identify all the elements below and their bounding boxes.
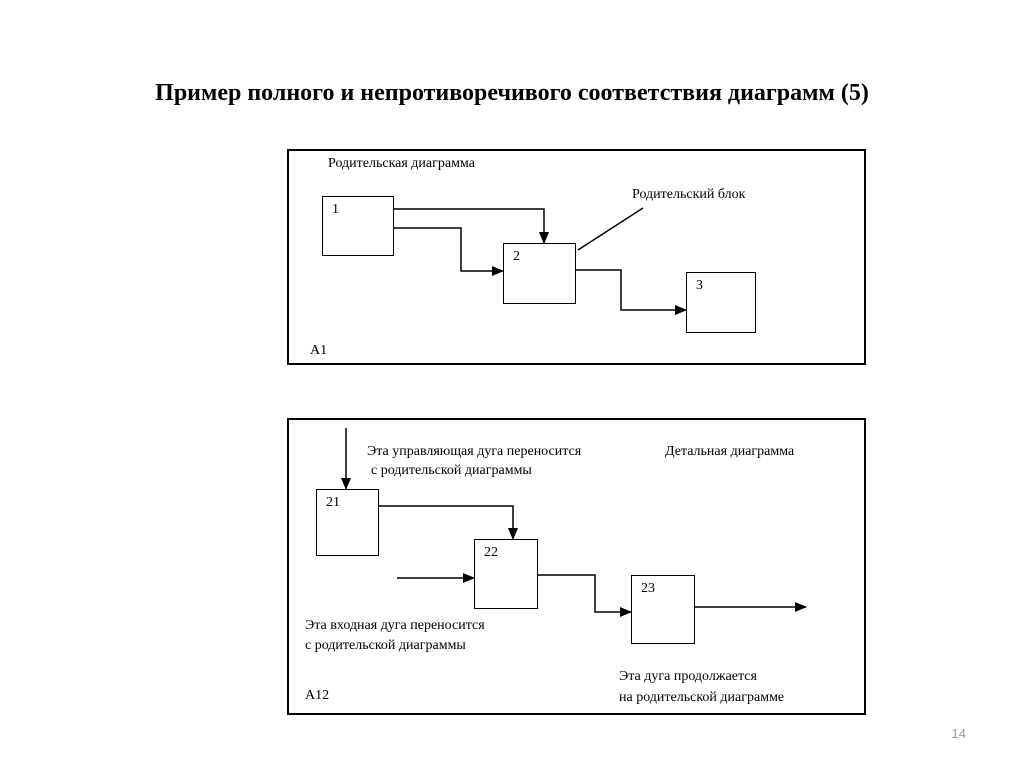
- box-number: 21: [326, 495, 340, 510]
- parent-block-callout: Родительский блок: [632, 187, 746, 202]
- detail-arc-22-to-23: [538, 574, 632, 617]
- box-number: 1: [332, 202, 339, 217]
- control-arc-note-line2: с родительской диаграммы: [371, 463, 532, 478]
- parent-box-3: 3: [686, 272, 756, 333]
- detail-diagram-heading: Детальная диаграмма: [665, 444, 795, 459]
- slide-title: Пример полного и непротиворечивого соотв…: [155, 80, 869, 106]
- parent-node-id: A1: [310, 343, 328, 358]
- output-arc-note-line1: Эта дуга продолжается: [619, 669, 757, 684]
- output-arc-note-line2: на родительской диаграмме: [619, 690, 785, 705]
- box-number: 2: [513, 249, 520, 264]
- box-number: 3: [696, 278, 703, 293]
- parent-arc-1-control-to-2: [394, 208, 549, 244]
- detail-diagram-frame: [287, 418, 866, 715]
- parent-diagram-heading: Родительская диаграмма: [328, 156, 475, 171]
- detail-arc-21-to-22: [379, 505, 518, 540]
- detail-box-21: 21: [316, 489, 379, 556]
- parent-arc-2-output-to-3: [576, 269, 687, 315]
- parent-box-1: 1: [322, 196, 394, 256]
- box-number: 22: [484, 545, 498, 560]
- page-number: 14: [951, 726, 966, 741]
- box-number: 23: [641, 581, 655, 596]
- parent-diagram-frame: [287, 149, 866, 365]
- parent-arc-1-input-to-2: [394, 227, 504, 276]
- detail-node-id: A12: [305, 688, 330, 703]
- input-arc-note-line1: Эта входная дуга переносится: [305, 618, 485, 633]
- parent-block-callout-leader: [577, 207, 644, 251]
- control-arc-note-line1: Эта управляющая дуга переносится: [367, 444, 582, 459]
- detail-box-22: 22: [474, 539, 538, 609]
- input-arc-note-line2: с родительской диаграммы: [305, 638, 466, 653]
